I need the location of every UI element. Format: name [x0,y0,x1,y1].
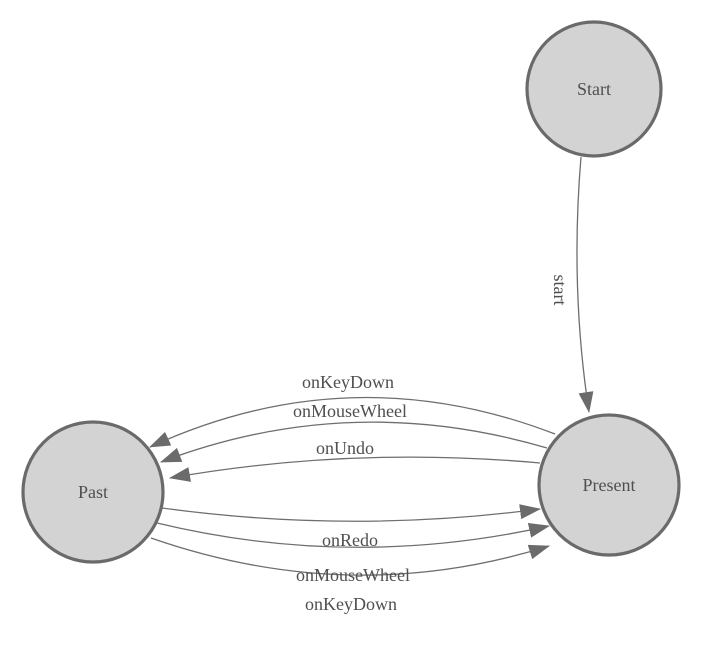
state-node-present-label: Present [583,475,636,495]
edge-label-onmousewheel-bottom: onMouseWheel [296,565,410,585]
edge-present-to-past-onmousewheel [160,421,548,463]
edge-present-to-past-onkeydown [149,396,556,448]
state-node-past: Past [21,420,165,564]
edge-past-to-present-onredo [161,504,541,522]
state-node-start-circle [525,20,663,158]
edge-past-to-present-onmousewheel [156,522,550,548]
state-node-present: Present [537,413,681,557]
edge-group [149,156,594,576]
edge-label-onundo: onUndo [316,438,374,458]
edge-label-onkeydown-top: onKeyDown [302,372,394,392]
state-node-past-circle [21,420,165,564]
edge-label-group: start onKeyDown onMouseWheel onUndo onRe… [293,275,570,615]
edge-label-onredo: onRedo [322,530,378,550]
edge-label-onkeydown-bottom: onKeyDown [305,594,397,614]
edge-present-to-past-onundo [169,456,541,482]
state-node-past-label: Past [78,482,108,502]
edge-past-to-present-onkeydown [150,537,550,576]
node-group: Start Past Present [21,20,681,564]
state-node-start-label: Start [577,79,611,99]
edge-label-onmousewheel-top: onMouseWheel [293,401,407,421]
state-node-present-circle [537,413,681,557]
state-node-start: Start [525,20,663,158]
edge-start-to-present [576,156,594,413]
edge-label-start: start [550,275,570,306]
